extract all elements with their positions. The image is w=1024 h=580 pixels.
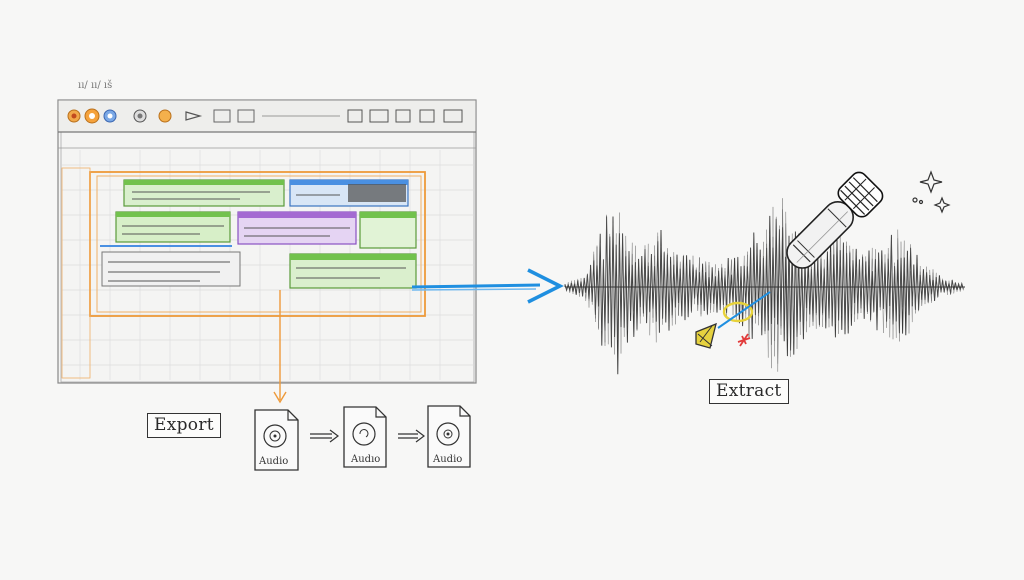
tool-button-5[interactable]: [395, 109, 411, 123]
tool-button-6[interactable]: [419, 109, 435, 123]
timeline-track-2: [100, 211, 417, 249]
toolbar-buttons: [67, 108, 463, 124]
microphone-icon: [786, 171, 884, 269]
file-audio-icon: Audıo: [343, 406, 387, 468]
timeline-track-1: [123, 179, 409, 207]
cursor-tool-icon[interactable]: [185, 111, 203, 121]
tool-button-2[interactable]: [237, 109, 255, 123]
arrow-right-icon: [398, 429, 425, 443]
file-label-2: Audıo: [350, 454, 380, 465]
export-label: Export: [147, 413, 221, 438]
tool-button-7[interactable]: [443, 109, 463, 123]
tool-button-3[interactable]: [347, 109, 363, 123]
extract-label: Extract: [709, 379, 789, 404]
sparkle-icon: [912, 170, 951, 214]
tool-button-4[interactable]: [369, 109, 389, 123]
red-star-icon: [737, 333, 751, 347]
file-audio-icon: Audio: [254, 409, 299, 471]
loop-icon[interactable]: [158, 109, 172, 123]
audio-waveform: [564, 198, 965, 375]
arrow-right-icon: [411, 283, 541, 289]
waveform-stroke: [564, 198, 964, 372]
highlight-ring: [722, 301, 754, 323]
file-flow: Audio Audıo Audio: [254, 405, 471, 471]
window-scribble-text: ıı/ ıı/ ıš: [78, 80, 112, 91]
tool-button-1[interactable]: [213, 109, 231, 123]
editor-window: [57, 99, 477, 384]
file-label-3: Audio: [432, 454, 462, 465]
timeline-track-3: [101, 251, 417, 289]
extraction-point: [695, 291, 771, 349]
export-arrow: [273, 290, 287, 404]
marker-diamond-icon: [695, 322, 717, 349]
arrow-right-icon: [310, 429, 339, 443]
file-audio-icon: Audio: [427, 405, 471, 468]
blue-arrow: [411, 268, 564, 304]
file-label-1: Audio: [258, 456, 288, 467]
clip-gray[interactable]: [101, 251, 241, 287]
